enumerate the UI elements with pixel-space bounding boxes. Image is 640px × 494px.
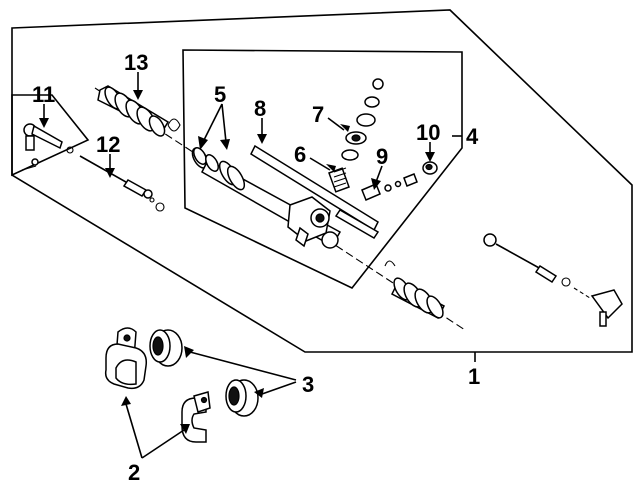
pinion-assembly	[328, 78, 384, 193]
callout-4: 4	[466, 124, 479, 149]
callout-5: 5	[214, 82, 226, 107]
tie-rod-end-outline	[11, 94, 90, 177]
gear-housing-outline	[182, 49, 463, 289]
rack-housing	[191, 147, 342, 249]
rack-seals	[193, 147, 219, 172]
assembly-outline	[11, 9, 633, 353]
bushing-lower	[225, 379, 259, 417]
callout-6: 6	[294, 142, 306, 167]
callout-13: 13	[124, 50, 148, 75]
leader-lines	[39, 72, 476, 459]
right-boot	[384, 260, 446, 320]
left-boot	[97, 85, 181, 137]
left-inner-tie-rod	[79, 155, 165, 212]
rack-bar	[250, 144, 380, 240]
callout-12: 12	[96, 132, 120, 157]
callout-1: 1	[468, 364, 480, 389]
callout-11: 11	[32, 82, 55, 107]
right-tie-rod	[483, 233, 623, 327]
callout-2: 2	[128, 460, 140, 485]
callout-9: 9	[376, 144, 388, 169]
adjuster-plug	[361, 161, 438, 201]
callout-7: 7	[312, 102, 324, 127]
callout-8: 8	[254, 96, 266, 121]
mounting-bracket-lower	[181, 391, 211, 443]
callout-10: 10	[416, 120, 440, 145]
mounting-bracket-upper	[104, 327, 148, 390]
left-tie-rod-end	[21, 123, 74, 171]
bushing-upper	[149, 329, 183, 367]
callout-3: 3	[302, 372, 314, 397]
